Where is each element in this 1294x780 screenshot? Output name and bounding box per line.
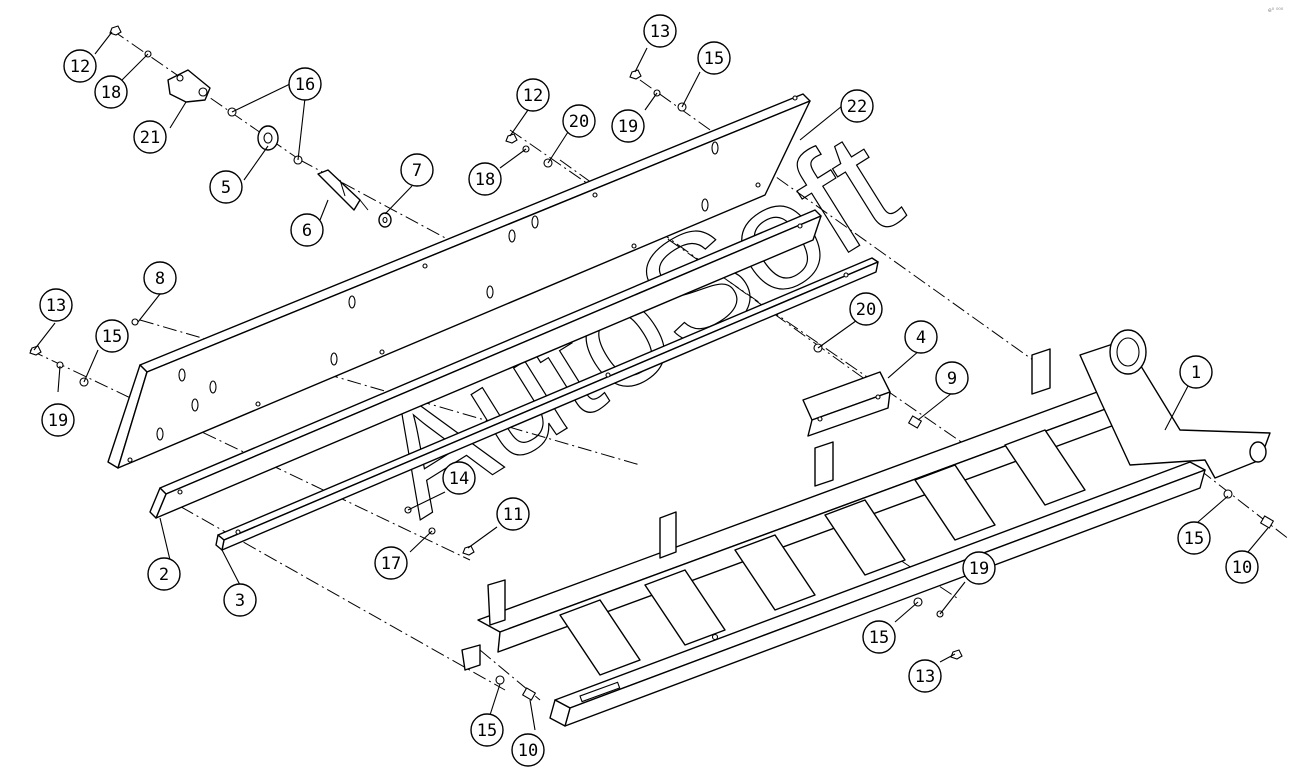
callout-15-right: 15 — [1177, 521, 1211, 555]
callout-19-top: 19 — [611, 109, 645, 143]
callout-21: 21 — [133, 120, 167, 154]
callout-label: 18 — [101, 83, 121, 103]
callout-20-top: 20 — [562, 104, 596, 138]
callout-9: 9 — [935, 361, 969, 395]
callout-label: 14 — [449, 469, 469, 489]
part-1-frame — [461, 329, 1271, 727]
callout-19-left: 19 — [41, 403, 75, 437]
part-3-angle-strip — [215, 257, 879, 551]
callout-12-mid: 12 — [516, 78, 550, 112]
callout-label: 5 — [221, 178, 231, 198]
callout-8: 8 — [143, 261, 177, 295]
callout-label: 6 — [302, 221, 312, 241]
callout-17: 17 — [374, 546, 408, 580]
callout-3: 3 — [223, 583, 257, 617]
callout-label: 22 — [847, 97, 867, 117]
callout-label: 15 — [477, 721, 497, 741]
callout-7: 7 — [400, 153, 434, 187]
callout-13-bottom: 13 — [908, 659, 942, 693]
callout-label: 12 — [523, 86, 543, 106]
callout-5: 5 — [209, 170, 243, 204]
part-2-plate — [149, 209, 822, 519]
callout-label: 16 — [295, 75, 315, 95]
callout-label: 19 — [48, 411, 68, 431]
callout-label: 21 — [140, 128, 160, 148]
callout-label: 3 — [235, 591, 245, 611]
callout-6: 6 — [290, 213, 324, 247]
callout-label: 4 — [916, 328, 926, 348]
part-22-top-plate — [107, 93, 811, 469]
callout-22: 22 — [840, 89, 874, 123]
callout-14: 14 — [442, 461, 476, 495]
callout-1: 1 — [1179, 355, 1213, 389]
callout-label: 2 — [159, 565, 169, 585]
callout-label: 18 — [475, 170, 495, 190]
callout-18-top-left: 18 — [94, 75, 128, 109]
callout-label: 9 — [947, 369, 957, 389]
callout-label: 10 — [518, 741, 538, 761]
callout-15-top: 15 — [697, 41, 731, 75]
part-21-mount-bracket — [167, 69, 211, 103]
leader-lines — [33, 31, 1269, 731]
callout-label: 11 — [503, 505, 523, 525]
callout-label: 13 — [46, 296, 66, 316]
callout-label: 8 — [155, 269, 165, 289]
callout-13-left: 13 — [39, 288, 73, 322]
callout-label: 20 — [569, 112, 589, 132]
callout-19-bottom: 19 — [962, 551, 996, 585]
callout-18-mid: 18 — [468, 162, 502, 196]
callout-label: 15 — [704, 49, 724, 69]
part-4-angle-bracket — [802, 371, 891, 437]
callout-label: 19 — [969, 559, 989, 579]
callout-label: 15 — [869, 628, 889, 648]
callout-label: 1 — [1191, 363, 1201, 383]
callout-label: 20 — [856, 300, 876, 320]
callout-label: 15 — [1184, 529, 1204, 549]
corner-mark: e⁰ ⁰⁰⁰ — [1268, 7, 1284, 14]
callout-16: 16 — [288, 67, 322, 101]
callout-10-right: 10 — [1225, 550, 1259, 584]
callout-label: 7 — [412, 161, 422, 181]
callout-11: 11 — [496, 497, 530, 531]
callout-12-top-left: 12 — [63, 49, 97, 83]
callout-label: 13 — [650, 22, 670, 42]
callout-label: 15 — [102, 327, 122, 347]
callout-15-bottom: 15 — [862, 620, 896, 654]
part-7-washer — [378, 212, 392, 228]
callout-label: 10 — [1232, 558, 1252, 578]
callout-20-right: 20 — [849, 292, 883, 326]
callout-10-bottom: 10 — [511, 733, 545, 767]
callout-15-bottom-left: 15 — [470, 713, 504, 747]
callout-label: 17 — [381, 554, 401, 574]
callout-15-left: 15 — [95, 319, 129, 353]
part-6-pin — [317, 169, 369, 211]
part-5-pulley — [257, 125, 279, 151]
callout-4: 4 — [904, 320, 938, 354]
callout-label: 12 — [70, 57, 90, 77]
callout-2: 2 — [147, 557, 181, 591]
callout-label: 19 — [618, 117, 638, 137]
callout-13-top: 13 — [643, 14, 677, 48]
callout-label: 13 — [915, 667, 935, 687]
